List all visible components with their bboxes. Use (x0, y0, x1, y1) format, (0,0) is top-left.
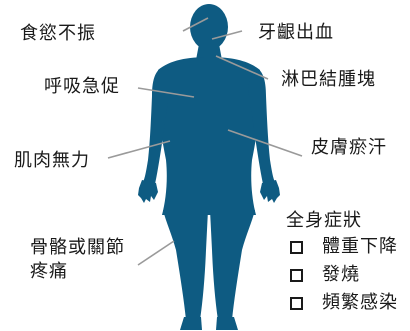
checkbox-icon (290, 297, 303, 310)
systemic-item-label: 體重下降 (322, 236, 398, 257)
leader-muscle (107, 140, 171, 159)
neck (196, 44, 222, 60)
leader-bone (137, 240, 175, 266)
label-gum-bleeding: 牙齦出血 (258, 22, 334, 43)
body-shape (138, 4, 280, 330)
leader-appetite (182, 17, 209, 32)
torso (157, 57, 261, 215)
leader-breath (137, 87, 195, 98)
label-bone-pain-line1: 骨骼或關節 (30, 237, 125, 258)
arm-left (143, 66, 170, 184)
label-lymph-swelling: 淋巴結腫塊 (281, 69, 376, 90)
label-muscle-weakness: 肌肉無力 (14, 150, 90, 171)
hand-right (260, 180, 280, 203)
arm-right (248, 66, 275, 184)
foot-right (216, 317, 238, 330)
label-skin-bruising: 皮膚瘀汗 (311, 137, 387, 158)
label-breathlessness: 呼吸急促 (44, 76, 120, 97)
leader-skin (227, 129, 303, 157)
leader-lymph (215, 55, 269, 80)
leader-gum (211, 30, 243, 40)
checkbox-icon (290, 241, 303, 254)
checkbox-icon (290, 269, 303, 282)
foot-left (180, 317, 202, 330)
label-bone-pain-line2: 疼痛 (30, 261, 68, 282)
leader-lines (107, 17, 303, 266)
systemic-heading: 全身症狀 (286, 210, 362, 231)
systemic-item-label: 頻繁感染 (322, 292, 398, 313)
systemic-item-label: 發燒 (322, 264, 360, 285)
hand-left (138, 180, 158, 203)
head (190, 4, 228, 50)
label-appetite-loss: 食慾不振 (20, 23, 96, 44)
leg-left (163, 210, 208, 320)
leg-right (210, 210, 255, 320)
